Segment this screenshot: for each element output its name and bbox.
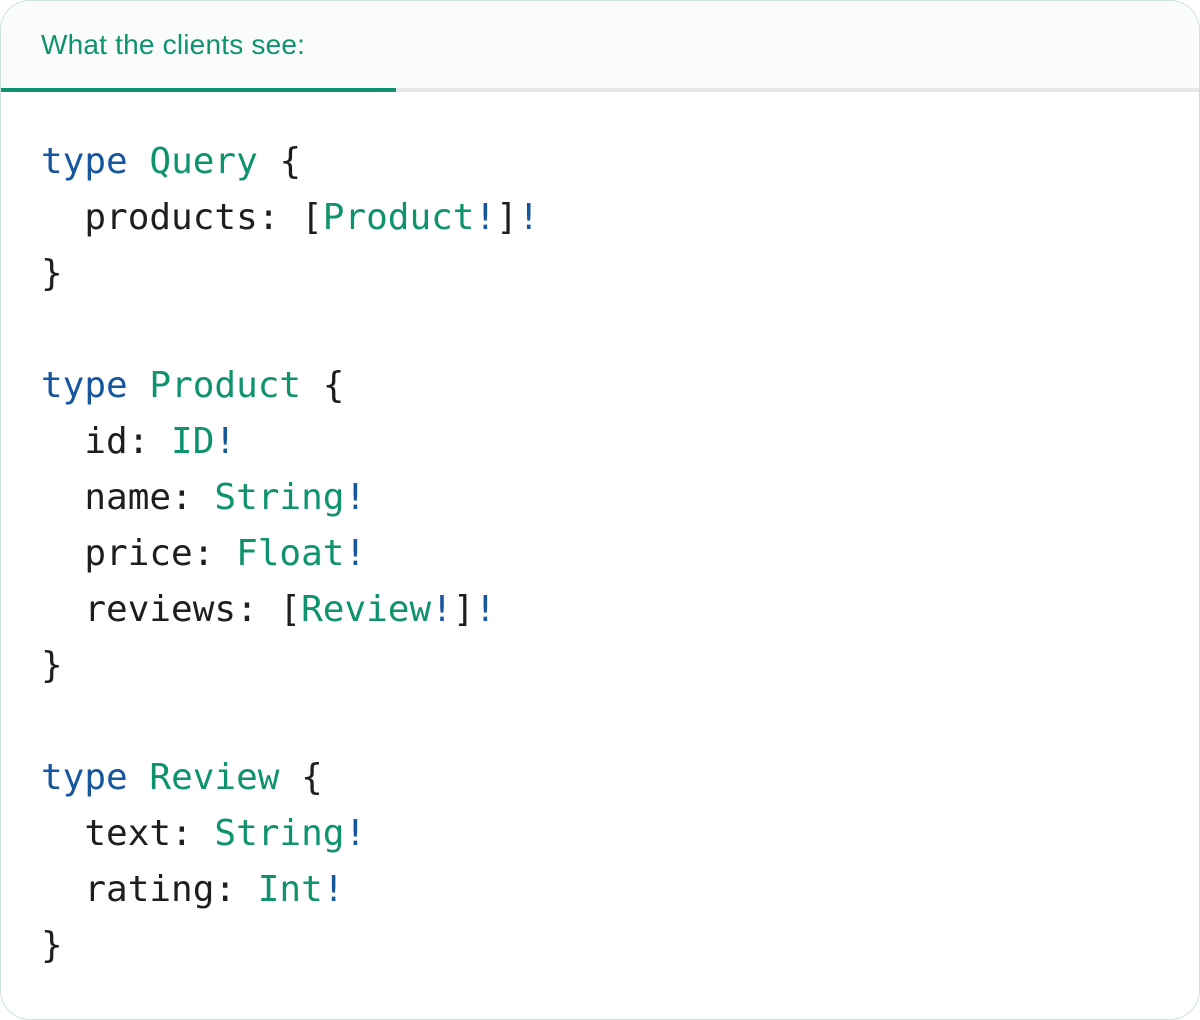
code-line: type Product { bbox=[41, 358, 1159, 414]
code-token-bang: ! bbox=[431, 589, 453, 630]
code-token-type: ID bbox=[171, 421, 215, 462]
code-token-plain: { bbox=[279, 757, 323, 798]
code-token-plain: { bbox=[257, 141, 302, 182]
code-token-type: Product bbox=[149, 365, 302, 406]
code-line: name: String! bbox=[41, 470, 1159, 526]
code-line: type Review { bbox=[41, 750, 1159, 806]
code-token-kw: type bbox=[41, 365, 128, 406]
code-block: type Query { products: [Product!]!} type… bbox=[41, 134, 1159, 974]
code-token-kw: type bbox=[41, 757, 128, 798]
code-token-type: String bbox=[214, 477, 345, 518]
code-token-plain: id: bbox=[41, 421, 172, 462]
code-token-plain: text: bbox=[41, 813, 215, 854]
code-token-type: Product bbox=[322, 197, 475, 238]
code-token-bang: ! bbox=[517, 197, 540, 238]
code-token-bang: ! bbox=[322, 869, 345, 910]
code-line: type Query { bbox=[41, 134, 1159, 190]
active-tab-indicator bbox=[1, 88, 396, 92]
code-token-plain: ] bbox=[452, 589, 475, 630]
code-token-plain: rating: bbox=[41, 869, 258, 910]
code-token-type: Int bbox=[257, 869, 323, 910]
code-token-type: String bbox=[214, 813, 345, 854]
code-line: reviews: [Review!]! bbox=[41, 582, 1159, 638]
code-token-plain: price: bbox=[41, 533, 237, 574]
code-token-type: Review bbox=[301, 589, 432, 630]
code-line bbox=[41, 302, 1159, 358]
code-line: } bbox=[41, 918, 1159, 974]
code-token-bang: ! bbox=[474, 589, 497, 630]
code-token-bang: ! bbox=[474, 197, 497, 238]
code-line: rating: Int! bbox=[41, 862, 1159, 918]
code-token-type: Review bbox=[149, 757, 280, 798]
code-line: products: [Product!]! bbox=[41, 190, 1159, 246]
code-token-bang: ! bbox=[344, 477, 367, 518]
code-token-plain: } bbox=[41, 925, 63, 966]
code-line: } bbox=[41, 246, 1159, 302]
code-token-plain: products: [ bbox=[41, 197, 323, 238]
code-line: } bbox=[41, 638, 1159, 694]
panel-header: What the clients see: bbox=[1, 1, 1199, 92]
code-line bbox=[41, 694, 1159, 750]
code-token-plain: reviews: [ bbox=[41, 589, 302, 630]
code-token-plain bbox=[128, 141, 150, 182]
code-token-plain: ] bbox=[496, 197, 518, 238]
code-token-bang: ! bbox=[344, 813, 367, 854]
code-token-plain: } bbox=[41, 645, 63, 686]
tab-what-the-clients-see[interactable]: What the clients see: bbox=[41, 28, 306, 60]
code-token-plain: } bbox=[41, 253, 63, 294]
code-token-plain bbox=[128, 757, 150, 798]
code-token-plain bbox=[128, 365, 150, 406]
code-token-kw: type bbox=[41, 141, 128, 182]
code-token-bang: ! bbox=[344, 533, 367, 574]
code-token-bang: ! bbox=[214, 421, 237, 462]
code-area: type Query { products: [Product!]!} type… bbox=[1, 92, 1199, 1014]
code-token-type: Float bbox=[236, 533, 345, 574]
code-token-plain: { bbox=[301, 365, 345, 406]
code-line: price: Float! bbox=[41, 526, 1159, 582]
code-token-plain: name: bbox=[41, 477, 215, 518]
code-token-type: Query bbox=[149, 141, 258, 182]
code-line: text: String! bbox=[41, 806, 1159, 862]
code-line: id: ID! bbox=[41, 414, 1159, 470]
